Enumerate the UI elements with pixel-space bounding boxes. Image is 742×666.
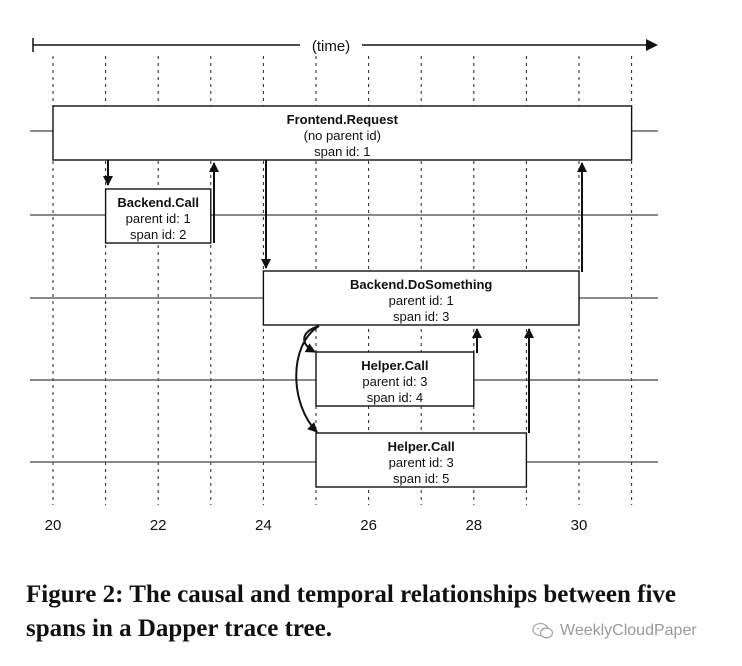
wechat-icon <box>532 622 554 639</box>
time-tick-labels: 20 22 24 26 28 30 <box>45 517 588 534</box>
span-name: Backend.DoSomething <box>350 277 492 292</box>
span-parent-id: parent id: 3 <box>362 374 427 389</box>
watermark-text: WeeklyCloudPaper <box>560 622 697 639</box>
span-name: Helper.Call <box>388 439 455 454</box>
figure-caption: Figure 2: The causal and temporal relati… <box>26 581 676 642</box>
watermark: WeeklyCloudPaper <box>532 622 697 640</box>
span-parent-id: parent id: 3 <box>389 455 454 470</box>
trace-diagram: (time) Frontend.Request(no parent id)spa… <box>30 38 658 534</box>
time-axis-label: (time) <box>312 38 350 55</box>
span-rect <box>104 188 212 244</box>
tick-label: 26 <box>360 517 377 534</box>
span-id: span id: 4 <box>367 390 423 405</box>
span-id: span id: 2 <box>130 227 186 242</box>
span-boxes: Frontend.Request(no parent id)span id: 1… <box>52 105 633 488</box>
span-name: Frontend.Request <box>287 112 399 127</box>
span-rect <box>315 432 528 488</box>
span-id: span id: 5 <box>393 471 449 486</box>
tick-label: 22 <box>150 517 167 534</box>
span-name: Helper.Call <box>361 358 428 373</box>
causal-arrows <box>103 160 587 433</box>
span-parent-id: parent id: 1 <box>389 293 454 308</box>
span-rect <box>315 351 475 407</box>
span-rect <box>262 270 580 326</box>
tick-label: 28 <box>465 517 482 534</box>
span-box: Frontend.Request(no parent id)span id: 1 <box>52 105 633 161</box>
tick-label: 24 <box>255 517 272 534</box>
arrow-call-helper-call-5 <box>295 325 320 433</box>
span-name: Backend.Call <box>117 195 199 210</box>
tick-label: 20 <box>45 517 62 534</box>
span-id: span id: 3 <box>393 309 449 324</box>
span-parent-id: parent id: 1 <box>126 211 191 226</box>
span-id: span id: 1 <box>314 144 370 159</box>
time-axis: (time) <box>32 38 658 55</box>
tick-label: 30 <box>571 517 588 534</box>
span-parent-id: (no parent id) <box>304 128 381 143</box>
span-rect <box>52 105 633 161</box>
